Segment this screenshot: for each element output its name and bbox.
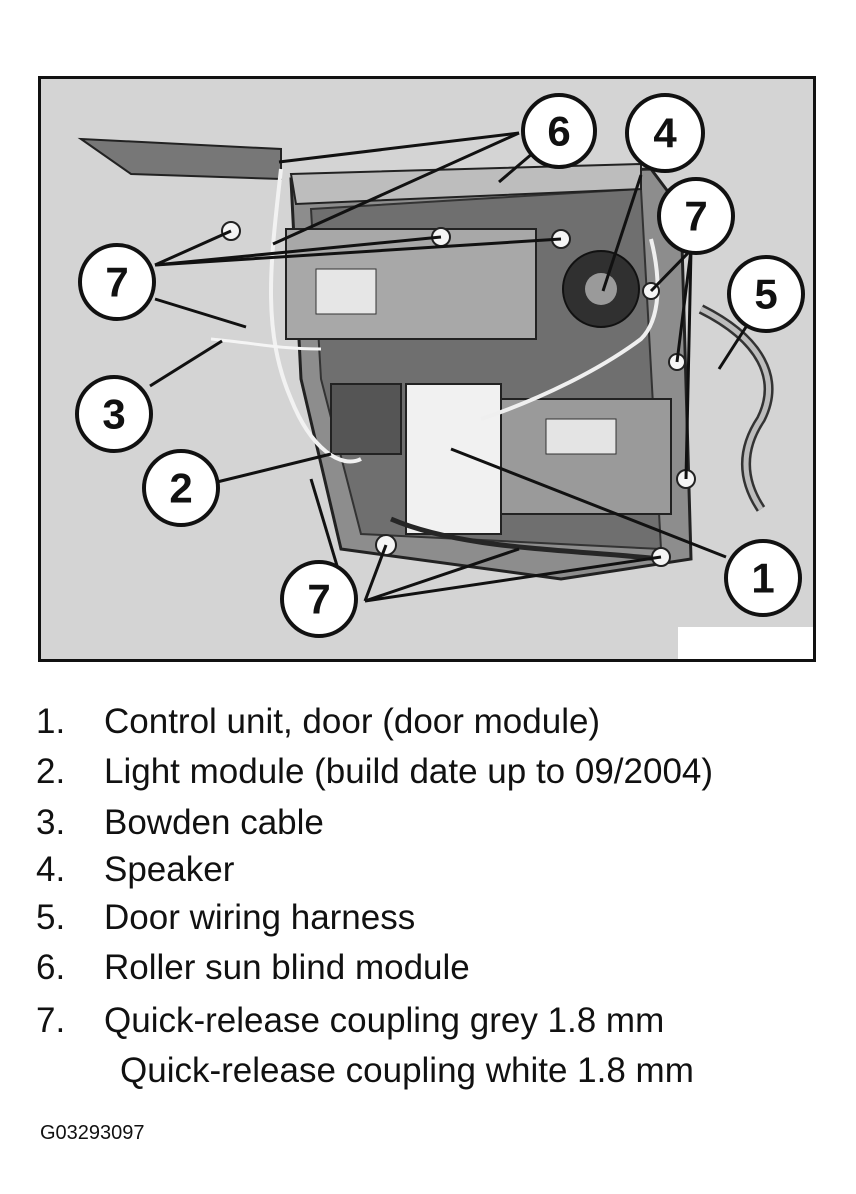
legend-number: 4. bbox=[36, 850, 66, 889]
callout-1: 1 bbox=[724, 539, 802, 617]
legend-label: Light module (build date up to 09/2004) bbox=[104, 752, 714, 791]
svg-text:4: 4 bbox=[653, 110, 677, 157]
legend-label: Control unit, door (door module) bbox=[104, 702, 601, 741]
legend-label: Bowden cable bbox=[104, 803, 324, 842]
legend-number: 2. bbox=[36, 752, 66, 791]
callout-4: 4 bbox=[625, 93, 705, 173]
door-module-photo: 6 4 7 7 5 3 2 1 bbox=[38, 76, 816, 662]
legend-item: 6. Roller sun blind module bbox=[36, 948, 470, 988]
figure-id: G03293097 bbox=[40, 1122, 145, 1144]
legend-number: 3. bbox=[36, 803, 66, 842]
svg-text:1: 1 bbox=[751, 555, 774, 602]
legend-number: 7. bbox=[36, 1001, 66, 1040]
legend-number: 5. bbox=[36, 898, 66, 937]
legend-item: 1. Control unit, door (door module) bbox=[36, 702, 600, 742]
legend-item: 3. Bowden cable bbox=[36, 803, 324, 843]
door-illustration: 6 4 7 7 5 3 2 1 bbox=[41, 79, 813, 659]
legend-number: 6. bbox=[36, 948, 66, 987]
svg-text:3: 3 bbox=[102, 391, 125, 438]
svg-text:7: 7 bbox=[307, 576, 330, 623]
legend-item: 2. Light module (build date up to 09/2004… bbox=[36, 752, 713, 792]
callout-7: 7 bbox=[78, 243, 156, 321]
legend-item: 4. Speaker bbox=[36, 850, 234, 890]
callout-7: 7 bbox=[657, 177, 735, 255]
legend-label: Speaker bbox=[104, 850, 235, 889]
svg-text:2: 2 bbox=[169, 465, 192, 512]
svg-text:7: 7 bbox=[105, 259, 128, 306]
legend-number: 1. bbox=[36, 702, 66, 741]
callout-6: 6 bbox=[521, 93, 597, 169]
legend-item: 7. Quick-release coupling grey 1.8 mm bbox=[36, 1001, 664, 1041]
legend-continuation: Quick-release coupling white 1.8 mm bbox=[120, 1051, 694, 1090]
legend-item: 5. Door wiring harness bbox=[36, 898, 415, 938]
legend-label: Roller sun blind module bbox=[104, 948, 470, 987]
svg-text:6: 6 bbox=[547, 108, 570, 155]
callout-2: 2 bbox=[142, 449, 220, 527]
legend-label: Door wiring harness bbox=[104, 898, 416, 937]
callout-3: 3 bbox=[75, 375, 153, 453]
legend-label: Quick-release coupling grey 1.8 mm bbox=[104, 1001, 665, 1040]
svg-text:7: 7 bbox=[684, 193, 707, 240]
callout-7: 7 bbox=[280, 560, 358, 638]
svg-text:5: 5 bbox=[754, 271, 777, 318]
callout-5: 5 bbox=[727, 255, 805, 333]
